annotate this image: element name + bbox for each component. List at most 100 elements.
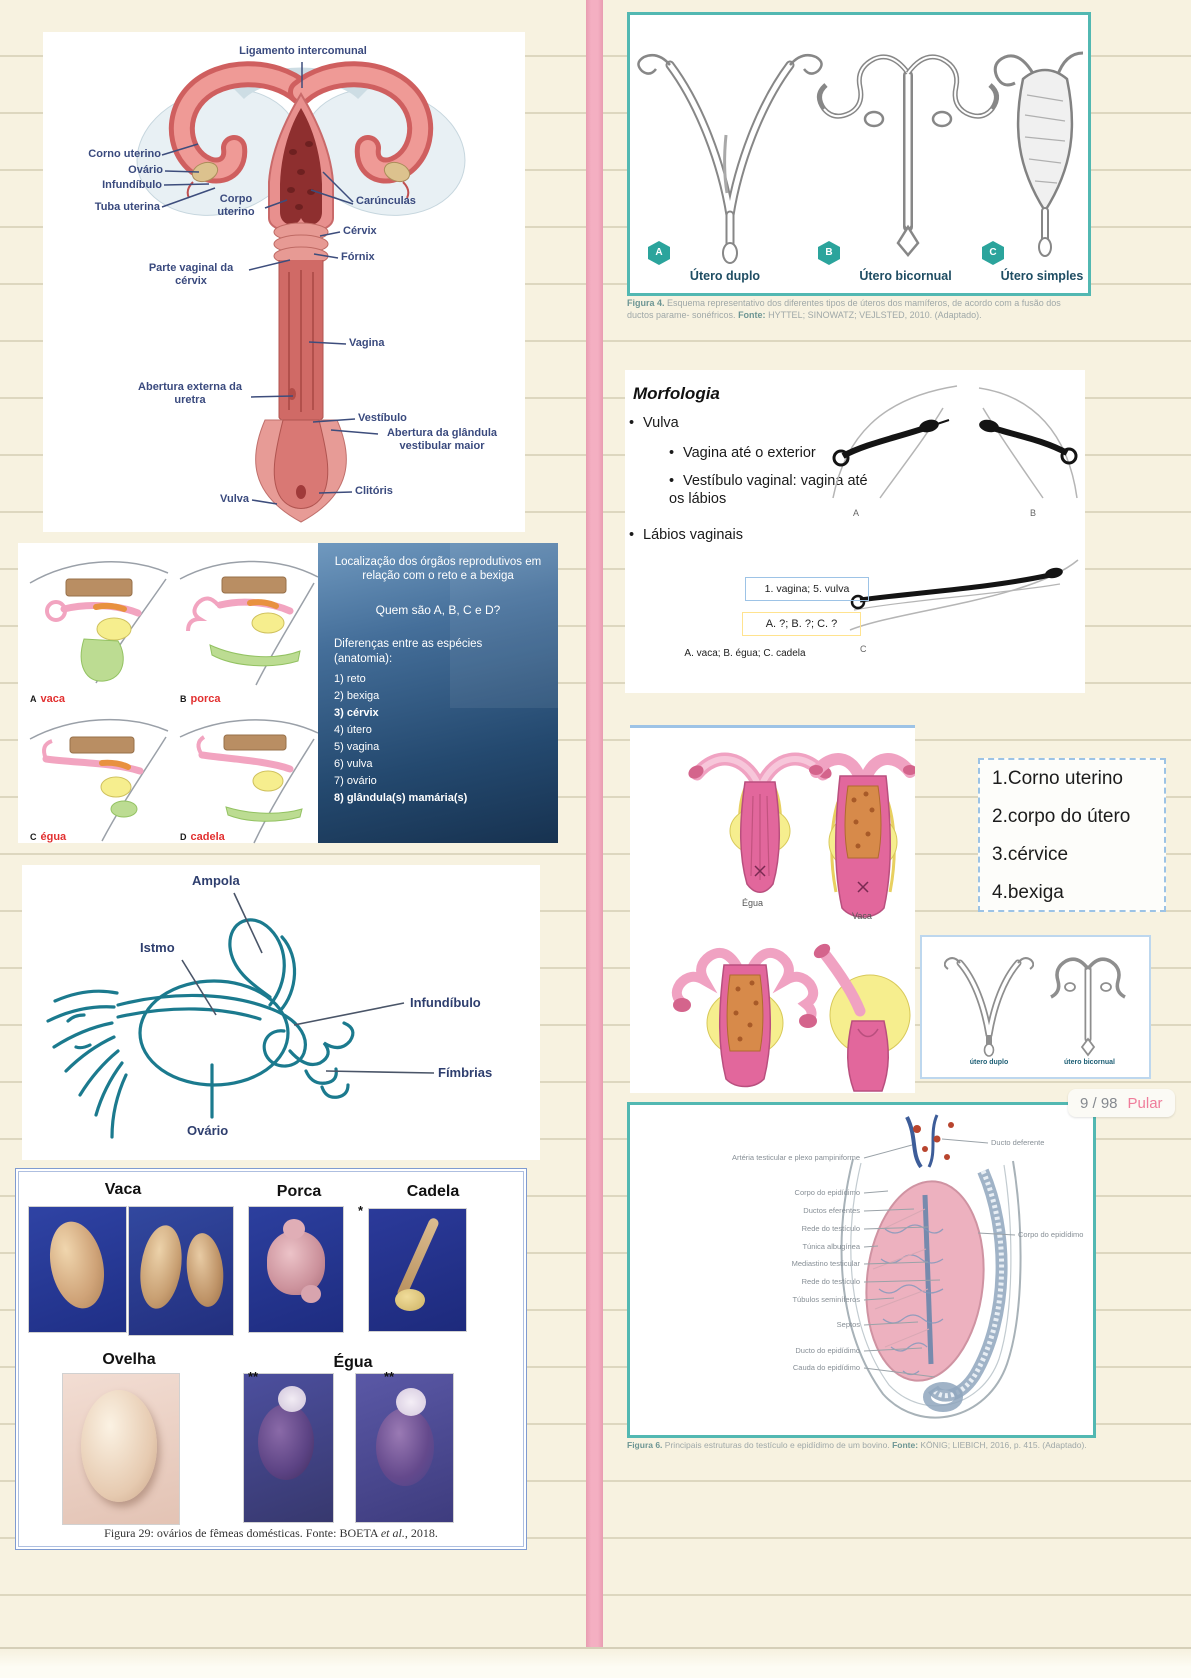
label-vagina: Vagina	[349, 337, 385, 349]
oviduct-illustration	[46, 892, 435, 1139]
t6-label: Túbulos seminíferos	[792, 1295, 860, 1304]
badge-a: A	[648, 241, 670, 265]
oviduct-figure: Ampola Istmo Infundíbulo Fímbrias Ovário	[22, 865, 540, 1160]
vaca-ovary-photo-2	[129, 1207, 233, 1335]
bullet-icon: •	[629, 527, 635, 543]
blue-slide-list: 1) reto 2) bexiga 3) cérvix 4) útero 5) …	[334, 671, 544, 807]
small-utero-bicornual	[1050, 957, 1126, 1057]
question-box-yellow: A. ?; B. ?; C. ?	[742, 612, 861, 636]
title-porca: Porca	[276, 1183, 322, 1200]
species-answer: A. vaca; B. égua; C. cadela	[684, 648, 806, 659]
list-item: 4) útero	[334, 724, 372, 736]
caption-text: Figura 29: ovários de fêmeas domésticas.…	[104, 1526, 381, 1540]
testis-illustration	[840, 1114, 1022, 1419]
sketch-c	[849, 559, 1079, 631]
t6-label: Artéria testicular e plexo pampiniforme	[732, 1153, 860, 1162]
blue-slide-subtitle: Diferenças entre as espécies (anatomia):	[334, 638, 483, 665]
cadela-tract	[813, 943, 911, 1092]
porca-ovary-photo	[249, 1207, 343, 1332]
blue-slide-question: Quem são A, B, C e D?	[375, 603, 501, 617]
ovaries-photo-figure: Vaca Porca Cadela Ovelha Égua *	[15, 1168, 527, 1550]
quadrant-c-letter: C	[30, 832, 37, 842]
t6-label: Ductos eferentes	[803, 1206, 860, 1215]
quadrant-b-letter: B	[180, 694, 187, 704]
label-clitoris: Clitóris	[355, 485, 393, 497]
t6-label: Rede do testículo	[801, 1277, 860, 1286]
label-corno-uterino: Corno uterino	[88, 148, 161, 160]
t6-label: Ducto do epidídimo	[795, 1346, 860, 1355]
label-vulva: Vulva	[220, 493, 249, 505]
label-abertura-glandula: Abertura da glândula vestibular maior	[386, 427, 498, 452]
ovelha-ovary-photo	[63, 1374, 179, 1524]
label-corpo-uterino: Corpo uterino	[217, 193, 255, 218]
vaca-tract	[809, 753, 915, 918]
label-istmo: Istmo	[140, 940, 175, 955]
label-utero-duplo: Útero duplo	[689, 269, 761, 283]
label-utero-simples: Útero simples	[1000, 269, 1084, 283]
t6-label: Mediastino testicular	[791, 1259, 860, 1268]
list-item: 5) vagina	[334, 741, 380, 753]
figura6-caption-text: Principais estruturas do testículo e epi…	[662, 1440, 893, 1450]
female-tract-figure: Ligamento intercomunal Corno uterino Ová…	[43, 32, 525, 532]
badge-b: B	[818, 241, 840, 265]
label-carunculas: Carúnculas	[356, 195, 416, 207]
sketch-a-letter: A	[853, 508, 860, 518]
page-divider	[586, 0, 603, 1678]
label-egua-tract: Égua	[742, 898, 764, 908]
page-bottom-margin	[0, 1647, 1191, 1678]
morfologia-slide: Morfologia •Vulva •Vagina até o exterior…	[625, 370, 1085, 693]
uterus-illustration	[136, 61, 466, 523]
cadela-ovary-photo	[369, 1209, 466, 1331]
title-egua: Égua	[333, 1354, 373, 1371]
quadrant-b-name: porca	[190, 693, 221, 705]
pink-tracts-slide: Égua Vaca	[630, 725, 915, 1093]
figura4-caption-text: Esquema representativo dos diferentes ti…	[627, 298, 1061, 321]
label-ampola: Ampola	[192, 873, 240, 888]
t6-label: Cauda do epidídimo	[792, 1363, 860, 1372]
bullet-icon: •	[669, 473, 675, 489]
porca-sketch	[179, 560, 319, 686]
figura4-fonte-text: HYTTEL; SINOWATZ; VEJLSTED, 2010. (Adapt…	[765, 310, 982, 321]
slide-pager[interactable]: 9 / 98 Pular	[1068, 1089, 1175, 1117]
sketch-b-letter: B	[1030, 508, 1037, 518]
badge-c: C	[982, 241, 1004, 265]
figura6-fonte-label: Fonte:	[892, 1440, 919, 1450]
skip-button[interactable]: Pular	[1127, 1094, 1163, 1112]
small-utero-duplo	[944, 957, 1034, 1057]
bullet-labios-vaginais: Lábios vaginais	[643, 527, 743, 543]
quadrant-c-name: égua	[40, 831, 67, 843]
t6-label-right: Ducto deferente	[991, 1138, 1045, 1147]
title-ovelha: Ovelha	[102, 1351, 156, 1368]
label-vaca-tract: Vaca	[852, 911, 872, 921]
cadela-sketch	[179, 719, 319, 844]
label-parte-vaginal-cervix: Parte vaginal da cérvix	[148, 262, 234, 287]
label-infundibulo: Infundíbulo	[102, 179, 162, 191]
list-item: 2) bexiga	[334, 690, 380, 702]
figura4-caption-label: Figura 4.	[627, 298, 665, 308]
answer-box-blue: 1. vagina; 5. vulva	[745, 577, 869, 601]
list-item: 8) glândula(s) mamária(s)	[334, 792, 468, 804]
figura6-caption: Figura 6. Principais estruturas do testí…	[627, 1440, 1090, 1451]
egua-ovary-photo-2	[356, 1374, 453, 1522]
figura6-caption-label: Figura 6.	[627, 1440, 663, 1450]
label-utero-bicornual: Útero bicornual	[859, 269, 952, 283]
list-item: 1) reto	[334, 673, 366, 685]
t6-label: Corpo do epidídimo	[794, 1188, 860, 1197]
list-item: 3) cérvix	[334, 707, 379, 719]
t6-label: Túnica albugínea	[802, 1242, 860, 1251]
asterisk-cadela: *	[358, 1203, 364, 1218]
structures-list-box: 1.Corno uterino 2.corpo do útero 3.cérvi…	[978, 758, 1166, 912]
label-fornix: Fórnix	[341, 251, 375, 263]
t6-label: Rede do testículo	[801, 1224, 860, 1233]
uterus-types-figure: A B C Útero duplo Útero bicornual Útero …	[627, 12, 1091, 296]
vaca-ovary-photo-1	[29, 1207, 126, 1332]
label-ovario-ovi: Ovário	[187, 1123, 229, 1138]
label-fimbrias: Fímbrias	[438, 1065, 493, 1080]
quadrant-d-letter: D	[180, 832, 187, 842]
